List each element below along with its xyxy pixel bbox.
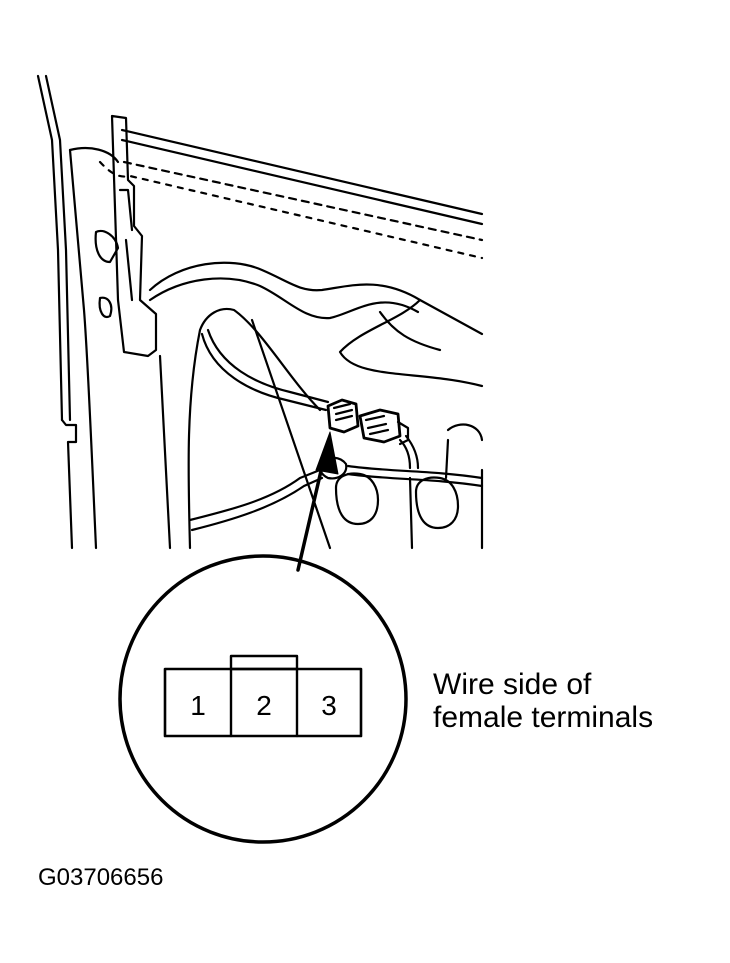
connector-caption: Wire side of female terminals	[433, 668, 653, 734]
window-channel	[98, 128, 484, 260]
connector-pair	[326, 398, 410, 446]
vertical-rail	[110, 114, 158, 358]
terminal-2-label: 2	[256, 690, 272, 721]
terminal-3-label: 3	[321, 690, 337, 721]
caption-line-2: female terminals	[433, 701, 654, 734]
inset-circle	[118, 554, 408, 844]
figure-id: G03706656	[38, 864, 164, 891]
door-panel-contours	[94, 229, 484, 550]
terminal-1-label: 1	[190, 690, 206, 721]
door-frame	[36, 74, 120, 550]
connector-face	[163, 654, 363, 738]
caption-line-1: Wire side of	[433, 668, 592, 701]
callout-arrow	[296, 431, 339, 572]
